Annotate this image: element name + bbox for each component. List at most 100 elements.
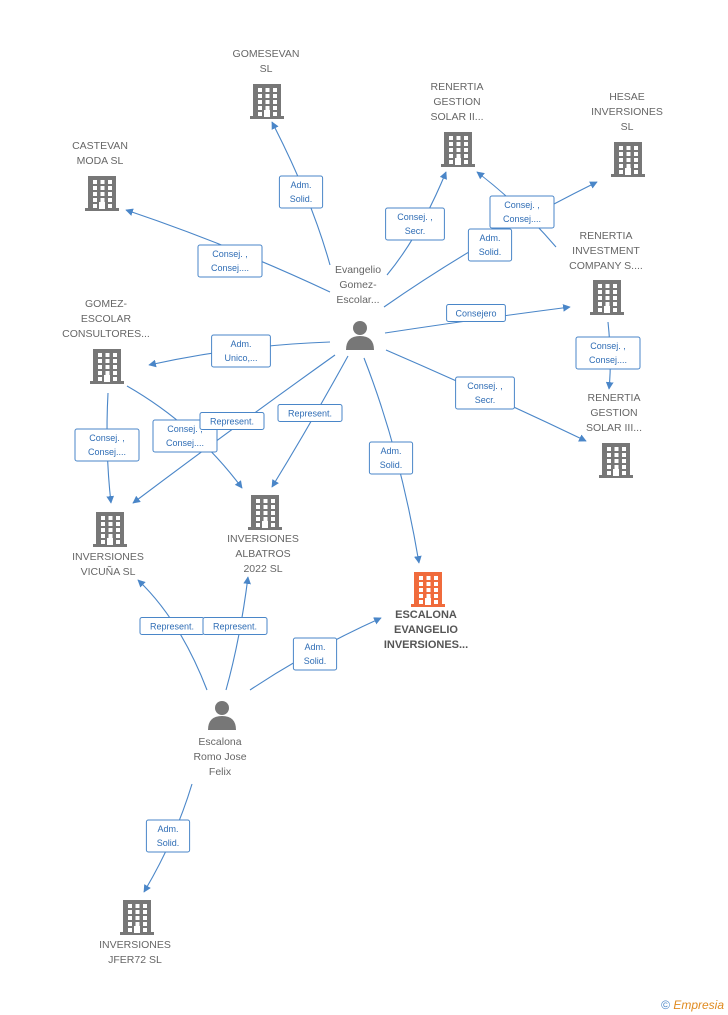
building-icon [441, 132, 475, 167]
edge-label-text: Solid. [290, 194, 313, 204]
edge-label[interactable]: Adm. Solid. [368, 441, 414, 475]
edge-label-text: Consej.... [589, 355, 627, 365]
building-icon [90, 349, 124, 384]
building-icon [590, 280, 624, 315]
node-label-line: JFER72 SL [108, 954, 162, 966]
edge-label[interactable]: Adm. Solid. [467, 228, 513, 262]
node-label: INVERSIONES JFER72 SL [99, 939, 171, 966]
edge-label-text: Consej. , [397, 212, 433, 222]
node-label-line: MODA SL [77, 155, 124, 167]
edge-label-text: Secr. [475, 395, 496, 405]
edge-label[interactable]: Consej. , Secr. [385, 207, 445, 241]
edge-label-text: Solid. [380, 460, 403, 470]
edge-labels-layer: Adm.Solid.Consej. ,Secr.Consej. ,Consej.… [74, 175, 641, 853]
edge-label-text: Adm. [380, 446, 401, 456]
edge-label-text: Unico,... [224, 353, 257, 363]
node-label-line: ALBATROS [235, 548, 290, 560]
edge-label-text: Represent. [213, 622, 257, 632]
edge-label[interactable]: Adm.Solid. [292, 637, 338, 671]
node-label-line: HESAE [609, 91, 645, 103]
edge-label-text: Consej. , [504, 200, 540, 210]
building-icon [599, 443, 633, 478]
node-label-line: COMPANY S.... [569, 260, 643, 272]
edge-label-text: Secr. [405, 226, 426, 236]
edge-label[interactable]: Consej. , Secr. [455, 376, 515, 410]
edge-label[interactable]: Represent. [202, 617, 268, 635]
node-castevan[interactable]: CASTEVAN MODA SL [72, 140, 128, 211]
person-icon [346, 321, 374, 350]
edge-label[interactable]: Consej. ,Consej.... [489, 195, 555, 229]
edge-label[interactable]: Adm. Unico,... [211, 334, 271, 368]
edge-label-text: Consej. , [590, 341, 626, 351]
node-label-line: SOLAR II... [430, 111, 483, 123]
edge-label[interactable]: Consej. ,Consej.... [74, 428, 140, 462]
node-label-line: ESCOLAR [81, 313, 132, 325]
edge-label[interactable]: Represent. [277, 404, 343, 422]
node-label-line: SOLAR III... [586, 422, 642, 434]
node-jfer72[interactable]: INVERSIONES JFER72 SL [99, 900, 171, 966]
node-label-line: Escolar... [336, 294, 379, 306]
node-label-line: Romo Jose [193, 751, 246, 763]
node-label-line: GOMEZ- [85, 298, 127, 310]
edge-label[interactable]: Consejero [446, 304, 506, 322]
node-gomez-escolar[interactable]: GOMEZ- ESCOLAR CONSULTORES... [62, 298, 150, 384]
edge-label-text: Adm. [230, 339, 251, 349]
edge-label-text: Adm. [304, 642, 325, 652]
edge-label[interactable]: Adm.Solid. [145, 819, 191, 853]
edge-label[interactable]: Represent. [139, 617, 205, 635]
node-label: CASTEVAN MODA SL [72, 140, 128, 167]
node-label-line: Gomez- [339, 279, 377, 291]
edge-label[interactable]: Adm.Solid. [278, 175, 324, 209]
edge-label-text: Adm. [479, 233, 500, 243]
building-icon [611, 142, 645, 177]
edge-evangelio-to-albatros [271, 355, 349, 488]
edge-label[interactable]: Represent. [199, 412, 265, 430]
node-label-line: SL [260, 63, 273, 75]
building-icon [93, 512, 127, 547]
edge-label[interactable]: Consej. ,Consej.... [197, 244, 263, 278]
building-icon [248, 495, 282, 530]
node-label-line: INVERSIONES [99, 939, 171, 951]
node-label-line: RENERTIA [431, 81, 484, 93]
edge-label-text: Solid. [479, 247, 502, 257]
node-label-line: INVESTMENT [572, 245, 640, 257]
edge-escalona-romo-to-albatros [225, 576, 251, 691]
building-icon [120, 900, 154, 935]
node-label-line: Evangelio [335, 264, 381, 276]
edge-label-text: Represent. [150, 622, 194, 632]
edge-label[interactable]: Consej. , Consej.... [575, 336, 641, 370]
node-label-line: EVANGELIO [394, 624, 458, 636]
edge-label-text: Consej. , [467, 381, 503, 391]
building-icon [85, 176, 119, 211]
node-label-line: GESTION [590, 407, 637, 419]
edge-label-text: Consej.... [211, 263, 249, 273]
node-label-line: ESCALONA [395, 609, 457, 621]
person-icon [208, 701, 236, 730]
node-label-line: CONSULTORES... [62, 328, 150, 340]
edge-label-text: Represent. [210, 417, 254, 427]
node-label-line: 2022 SL [243, 563, 282, 575]
edges-layer [106, 121, 614, 893]
node-label-line: CASTEVAN [72, 140, 128, 152]
